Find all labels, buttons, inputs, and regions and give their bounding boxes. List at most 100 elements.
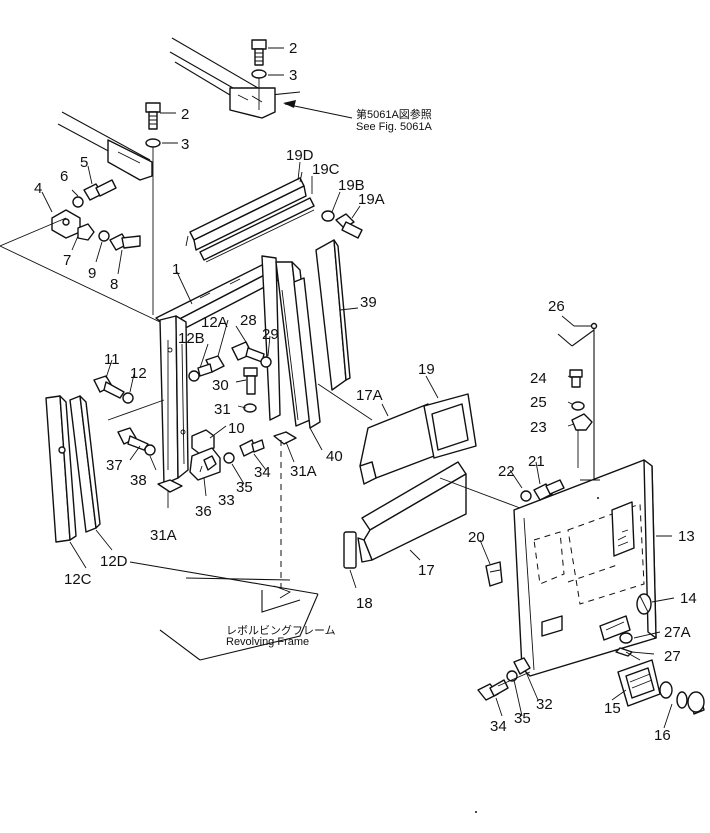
label-19b: 19B [338, 177, 365, 194]
upper-frame-beam-right [169, 37, 301, 119]
washer-6 [72, 196, 84, 208]
reference-arrow [284, 103, 353, 119]
label-16: 16 [654, 727, 671, 744]
label-1: 1 [172, 261, 180, 278]
panel-17 [357, 461, 467, 563]
label-22: 22 [498, 463, 515, 480]
assembly-line-left [0, 217, 161, 323]
bolt-19a [335, 213, 363, 239]
bolt-24 [569, 369, 583, 388]
label-17a: 17A [356, 387, 383, 404]
bolt-28 [231, 341, 265, 363]
bolt-30 [243, 367, 258, 395]
note-revolving-frame-jp: レボルビングフレーム [226, 623, 336, 637]
post-12c [45, 395, 77, 543]
label-32: 32 [536, 696, 553, 713]
post-40 [293, 277, 321, 429]
label-31: 31 [214, 401, 231, 418]
label-2-lower: 2 [181, 106, 189, 123]
rod-26 [557, 322, 598, 480]
label-34-upper: 34 [254, 464, 271, 481]
label-34-lower: 34 [490, 718, 507, 735]
label-12a: 12A [201, 314, 228, 331]
label-12d: 12D [100, 553, 128, 570]
lock-16 [659, 681, 705, 715]
revolving-frame [129, 561, 319, 661]
label-31a-left: 31A [150, 527, 177, 544]
upper-frame-beam-left [57, 111, 153, 181]
label-20: 20 [468, 529, 485, 546]
label-10: 10 [228, 420, 245, 437]
washer-19b [321, 210, 335, 222]
label-17: 17 [418, 562, 435, 579]
label-19c: 19C [312, 161, 340, 178]
washer-12b [188, 370, 200, 382]
rubber-stop-20 [485, 561, 503, 587]
label-3-lower: 3 [181, 136, 189, 153]
label-13: 13 [678, 528, 695, 545]
plate-31a-left [157, 479, 183, 493]
label-15: 15 [604, 700, 621, 717]
label-6: 6 [60, 168, 68, 185]
rail-19d [185, 171, 307, 251]
washer-25 [571, 401, 585, 411]
label-25: 25 [530, 394, 547, 411]
label-5: 5 [80, 154, 88, 171]
washer-9 [98, 230, 110, 242]
nut-32 [513, 657, 531, 675]
note-see-fig-jp: 第5061A図参照 [356, 107, 432, 121]
label-28: 28 [240, 312, 257, 329]
bolt-2-lower [145, 102, 161, 315]
assembly-line-mid [317, 383, 373, 421]
bracket-23 [571, 413, 593, 468]
label-9: 9 [88, 265, 96, 282]
label-14: 14 [680, 590, 697, 607]
label-12c: 12C [64, 571, 92, 588]
post-39 [315, 239, 351, 391]
label-27a: 27A [664, 624, 691, 641]
label-31a-right: 31A [290, 463, 317, 480]
label-19d: 19D [286, 147, 314, 164]
bracket-4 [51, 209, 81, 239]
plate-31a-right [273, 431, 297, 445]
label-7: 7 [63, 252, 71, 269]
window-19 [423, 393, 477, 459]
assembly-line-panel [439, 477, 521, 509]
label-19: 19 [418, 361, 435, 378]
label-36: 36 [195, 503, 212, 520]
label-24: 24 [530, 370, 547, 387]
main-frame-1 [155, 255, 281, 485]
washer-38 [144, 444, 156, 456]
label-12: 12 [130, 365, 147, 382]
label-38: 38 [130, 472, 147, 489]
label-19a: 19A [358, 191, 385, 208]
leaders-top [160, 47, 284, 144]
washer-35-upper [223, 452, 235, 464]
leader-line-11 [107, 399, 165, 421]
scan-dot [597, 497, 599, 499]
fitting-assembly-lines [497, 479, 641, 687]
label-4: 4 [34, 180, 42, 197]
seal-18 [343, 531, 357, 569]
label-leaders [41, 161, 675, 729]
bolt-8 [109, 233, 141, 251]
label-35-lower: 35 [514, 710, 531, 727]
label-35-upper: 35 [236, 479, 253, 496]
label-23: 23 [530, 419, 547, 436]
bolt-5 [83, 179, 117, 201]
note-see-fig-en: See Fig. 5061A [356, 121, 432, 133]
panel-17a [359, 403, 435, 485]
nut-7 [77, 223, 95, 241]
label-18: 18 [356, 595, 373, 612]
label-40: 40 [326, 448, 343, 465]
label-26: 26 [548, 298, 565, 315]
reference-arrow-head [283, 100, 296, 108]
label-11: 11 [104, 351, 120, 368]
bolt-34-lower [477, 679, 509, 701]
rail-19c [199, 197, 315, 263]
washer-22 [520, 490, 532, 502]
bolt-21 [533, 479, 565, 501]
post-12d [69, 395, 101, 533]
washer-31 [243, 403, 257, 413]
label-30: 30 [212, 377, 229, 394]
